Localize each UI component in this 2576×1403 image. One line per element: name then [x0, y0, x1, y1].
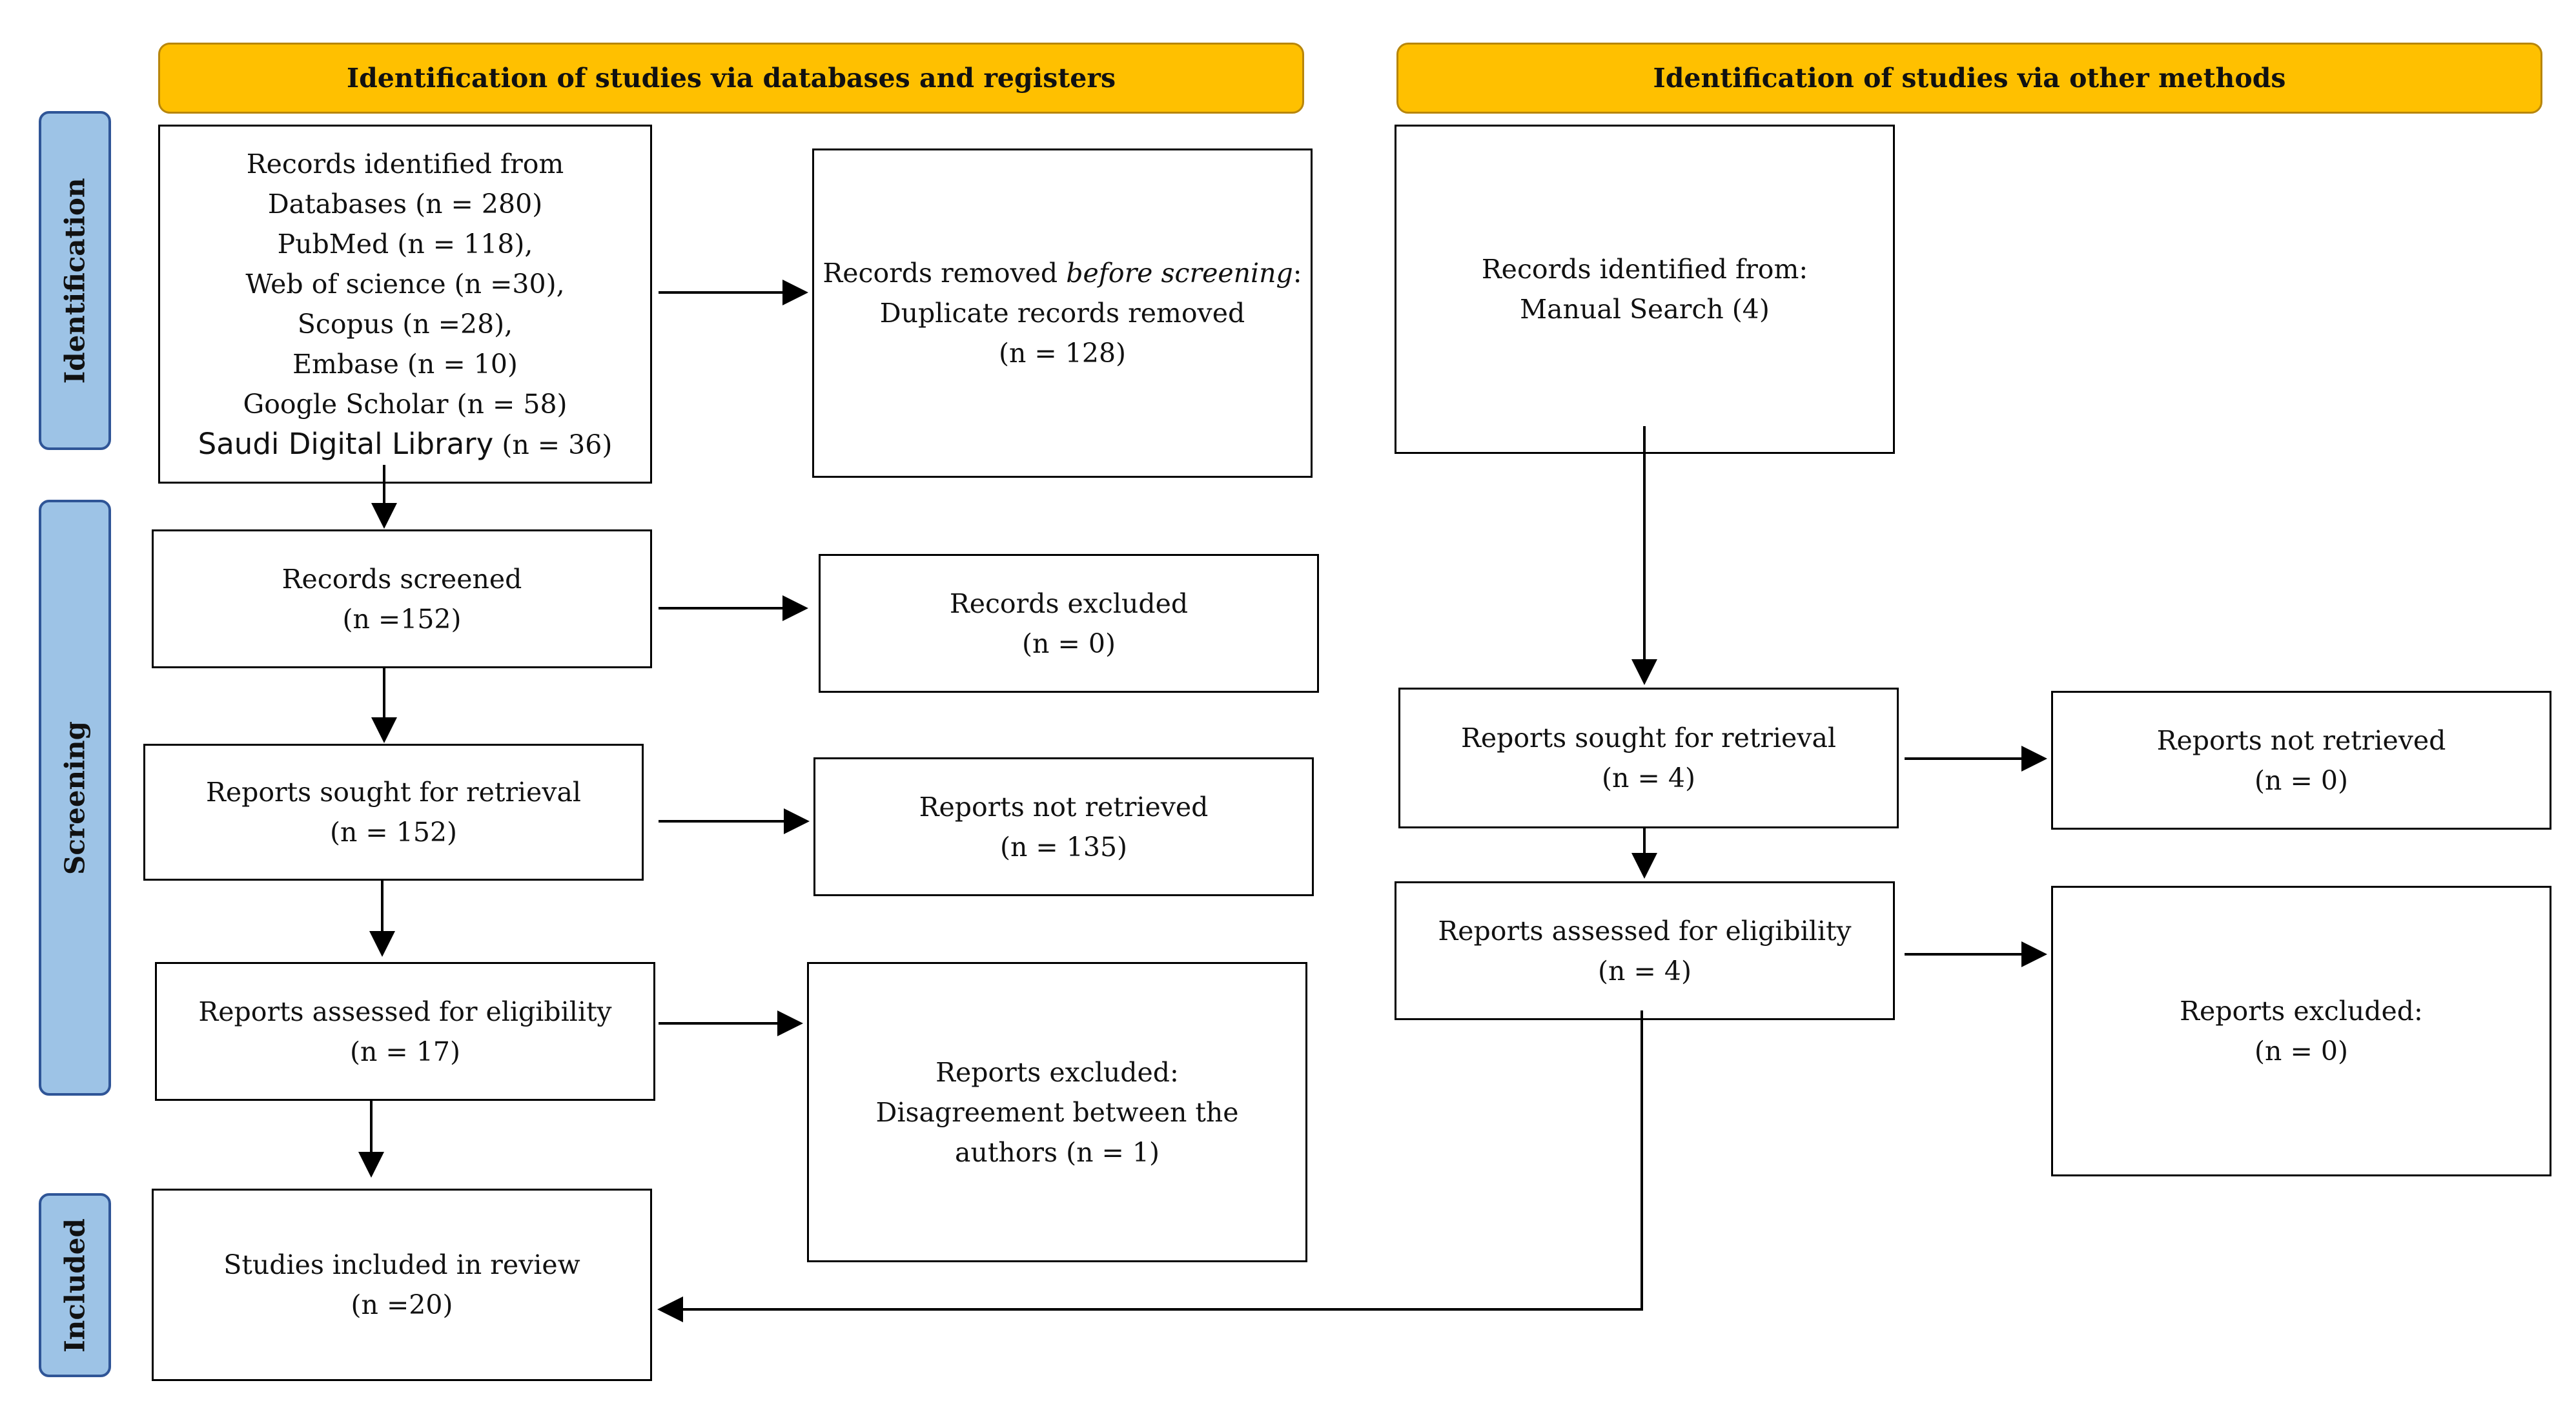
- reports-assessed-db-box: Reports assessed for eligibility (n = 17…: [155, 962, 655, 1101]
- records-identified-line6: Embase (n = 10): [292, 348, 518, 380]
- reports-sought-other-box: Reports sought for retrieval (n = 4): [1398, 688, 1899, 828]
- records-identified-line7: Google Scholar (n = 58): [243, 388, 567, 420]
- records-removed-italic: before screening: [1066, 258, 1293, 289]
- records-identified-line2: Databases (n = 280): [267, 188, 543, 220]
- records-identified-other-line2: Manual Search (4): [1520, 294, 1770, 325]
- phase-screening: Screening: [39, 500, 111, 1096]
- reports-sought-db-line1: Reports sought for retrieval: [205, 777, 582, 808]
- reports-not-retrieved-other-line1: Reports not retrieved: [2156, 724, 2446, 756]
- reports-excluded-db-line3: authors (n = 1): [955, 1136, 1160, 1168]
- reports-sought-other-line2: (n = 4): [1602, 763, 1695, 794]
- records-identified-other-line1: Records identified from:: [1481, 254, 1808, 285]
- records-identified-line4: Web of science (n =30),: [245, 268, 565, 300]
- reports-assessed-other-box: Reports assessed for eligibility (n = 4): [1395, 881, 1895, 1020]
- records-identified-line1: Records identified from: [246, 148, 564, 179]
- saudi-digital-library-label: Saudi Digital Library: [198, 426, 494, 461]
- reports-not-retrieved-db-line1: Reports not retrieved: [919, 791, 1209, 823]
- records-removed-box: Records removed before screening: Duplic…: [812, 148, 1313, 478]
- reports-not-retrieved-db-line2: (n = 135): [999, 831, 1128, 863]
- reports-assessed-other-line1: Reports assessed for eligibility: [1438, 915, 1852, 947]
- phase-included: Included: [39, 1193, 111, 1377]
- records-excluded-box: Records excluded (n = 0): [819, 554, 1319, 693]
- saudi-digital-library-count: (n = 36): [493, 429, 613, 460]
- records-identified-line8: Saudi Digital Library (n = 36): [198, 424, 613, 465]
- reports-assessed-db-line1: Reports assessed for eligibility: [198, 996, 612, 1027]
- reports-not-retrieved-other-box: Reports not retrieved (n = 0): [2051, 691, 2551, 830]
- records-removed-prefix: Records removed: [823, 258, 1067, 289]
- records-identified-box: Records identified from Databases (n = 2…: [158, 125, 652, 484]
- records-screened-box: Records screened (n =152): [152, 529, 652, 668]
- records-removed-suffix: :: [1293, 258, 1302, 289]
- reports-sought-db-box: Reports sought for retrieval (n = 152): [143, 744, 644, 881]
- reports-excluded-other-line2: (n = 0): [2254, 1036, 2348, 1067]
- records-removed-line1: Records removed before screening:: [823, 253, 1302, 293]
- reports-excluded-db-line2: Disagreement between the: [875, 1096, 1239, 1128]
- header-other-methods: Identification of studies via other meth…: [1396, 43, 2542, 114]
- reports-assessed-other-line2: (n = 4): [1598, 955, 1692, 987]
- reports-excluded-db-box: Reports excluded: Disagreement between t…: [807, 962, 1307, 1262]
- header-databases: Identification of studies via databases …: [158, 43, 1304, 114]
- reports-sought-other-line1: Reports sought for retrieval: [1460, 722, 1837, 753]
- reports-excluded-other-box: Reports excluded: (n = 0): [2051, 886, 2551, 1176]
- records-screened-line2: (n =152): [342, 603, 462, 635]
- reports-not-retrieved-db-box: Reports not retrieved (n = 135): [813, 757, 1314, 896]
- reports-excluded-other-line1: Reports excluded:: [2180, 996, 2423, 1027]
- records-identified-line3: PubMed (n = 118),: [277, 228, 533, 260]
- reports-excluded-db-line1: Reports excluded:: [935, 1056, 1179, 1088]
- records-excluded-line2: (n = 0): [1022, 628, 1116, 659]
- records-removed-line2: Duplicate records removed: [879, 298, 1245, 329]
- records-screened-line1: Records screened: [281, 563, 522, 595]
- reports-assessed-db-line2: (n = 17): [350, 1036, 460, 1067]
- reports-sought-db-line2: (n = 152): [329, 817, 458, 848]
- studies-included-line2: (n =20): [351, 1289, 453, 1320]
- phase-identification: Identification: [39, 111, 111, 450]
- studies-included-line1: Studies included in review: [223, 1249, 580, 1280]
- records-removed-line3: (n = 128): [998, 338, 1127, 369]
- records-identified-other-box: Records identified from: Manual Search (…: [1395, 125, 1895, 454]
- records-excluded-line1: Records excluded: [949, 588, 1189, 619]
- records-identified-line5: Scopus (n =28),: [297, 308, 513, 340]
- studies-included-box: Studies included in review (n =20): [152, 1189, 652, 1381]
- arrow-other-assessed-to-included: [657, 1010, 1643, 1322]
- reports-not-retrieved-other-line2: (n = 0): [2254, 764, 2348, 796]
